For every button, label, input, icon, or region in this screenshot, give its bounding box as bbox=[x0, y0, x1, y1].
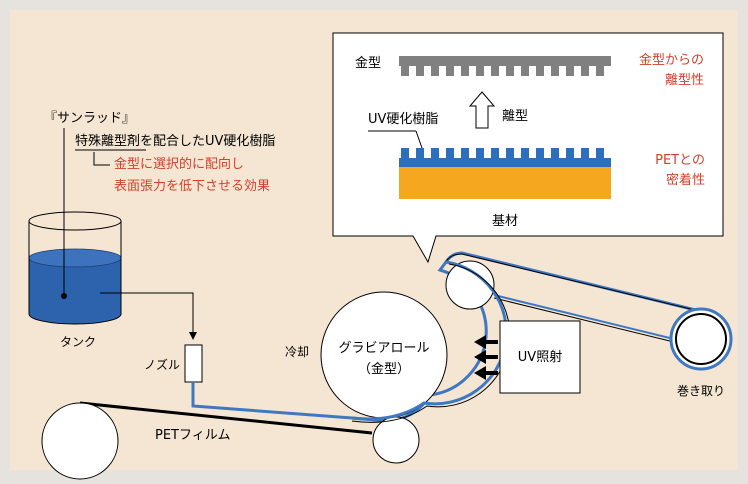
release-label: 離型 bbox=[502, 109, 528, 124]
winding-label: 巻き取り bbox=[677, 384, 725, 398]
uv-resin-label: UV硬化樹脂 bbox=[368, 112, 438, 127]
nip-roll bbox=[372, 416, 420, 464]
pet-adhesion-line2: 密着性 bbox=[666, 172, 705, 188]
substrate-label: 基材 bbox=[492, 214, 518, 229]
agent-line: 特殊離型剤を配合したUV硬化樹脂 bbox=[75, 133, 275, 149]
effect-line2: 表面張力を低下させる効果 bbox=[114, 179, 270, 194]
resin-layer bbox=[399, 158, 611, 167]
pet-film-feed bbox=[79, 401, 373, 435]
guide-roll bbox=[445, 260, 495, 310]
product-name: 『サンラッド』 bbox=[44, 111, 135, 126]
inset-callout bbox=[332, 32, 724, 264]
effect-line1: 金型に選択的に配向し bbox=[114, 156, 244, 172]
mold-bar bbox=[399, 56, 611, 66]
annotation-leader-dot bbox=[61, 293, 67, 299]
gravure-label-line1: グラビアロール bbox=[338, 341, 429, 356]
release-arrow-icon bbox=[468, 91, 496, 129]
tank-liquid-surface bbox=[28, 248, 122, 268]
pet-film-label: PETフィルム bbox=[155, 428, 230, 443]
uv-resin-leader-tick bbox=[415, 130, 423, 149]
pet-film-roll bbox=[41, 402, 119, 480]
mold-teeth bbox=[401, 66, 604, 76]
nozzle-label: ノズル bbox=[144, 357, 180, 372]
cooling-label: 冷却 bbox=[285, 345, 309, 359]
mold-release-line2: 離型性 bbox=[665, 73, 704, 88]
resin-teeth bbox=[401, 148, 604, 158]
tank-label: タンク bbox=[60, 335, 96, 349]
coated-film-wrap bbox=[351, 260, 508, 421]
uv-box bbox=[499, 320, 581, 394]
inset-mold-label: 金型 bbox=[355, 55, 381, 71]
uv-label: UV照射 bbox=[518, 349, 562, 365]
tank-liquid bbox=[29, 258, 121, 324]
effect-bracket bbox=[93, 152, 110, 166]
winding-roll-inner bbox=[675, 313, 727, 365]
pet-adhesion-line1: PETとの bbox=[655, 153, 705, 168]
film-to-winding-bottom bbox=[493, 294, 679, 341]
feed-pipe bbox=[100, 292, 197, 340]
film-to-winding-top bbox=[445, 253, 708, 314]
coated-film-wrap-edge bbox=[351, 263, 511, 423]
tank-bottom bbox=[28, 313, 122, 325]
film-to-winding-bottom-edge bbox=[493, 297, 679, 344]
substrate-layer bbox=[399, 167, 611, 199]
uv-arrows bbox=[474, 335, 498, 380]
nozzle bbox=[184, 344, 203, 383]
mold-release-line1: 金型からの bbox=[639, 52, 704, 68]
gravure-label-line2: （金型） bbox=[358, 361, 410, 377]
